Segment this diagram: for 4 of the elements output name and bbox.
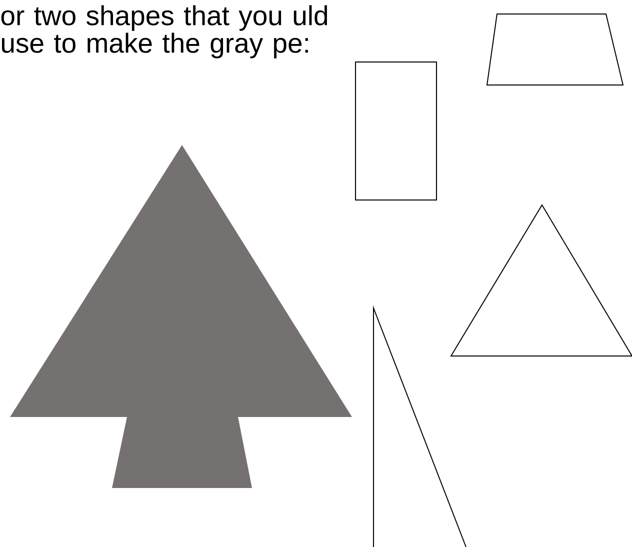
rectangle-outline [355, 62, 437, 200]
instruction-text: or two shapes that you uld use to make the gray pe: [1, 5, 328, 58]
triangle-outline [373, 305, 466, 547]
tree-shape [10, 145, 352, 488]
